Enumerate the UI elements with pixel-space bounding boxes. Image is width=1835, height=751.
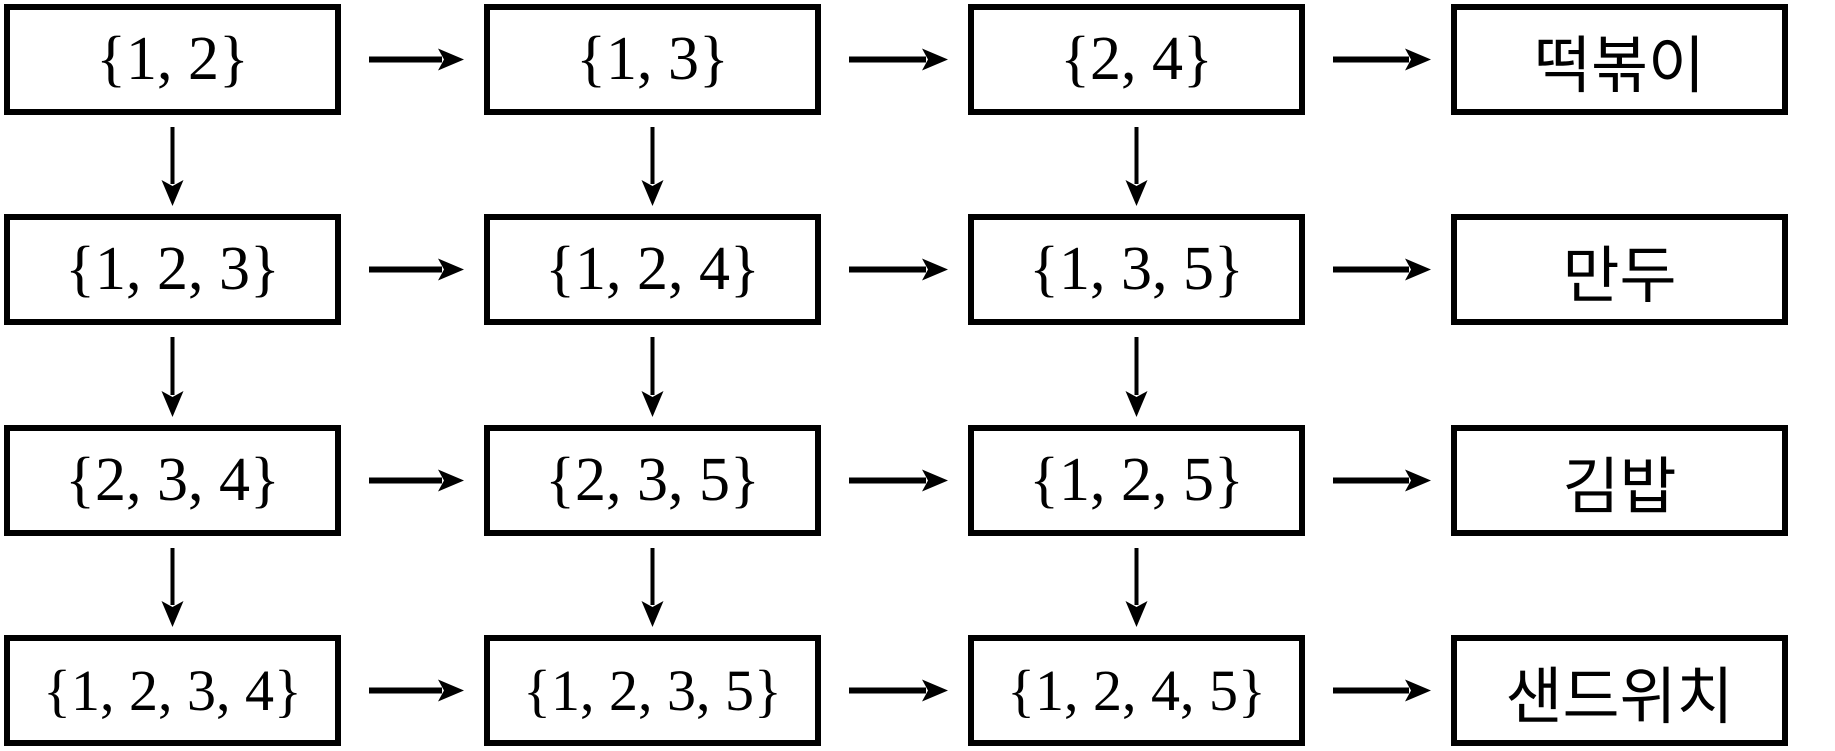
node-set-2-3-4: {2, 3, 4} [4,425,341,536]
node-set-1-3-5: {1, 3, 5} [968,214,1305,325]
arrow-right-r3-c2 [849,469,948,492]
node-result-mandu: 만두 [1451,214,1788,325]
arrow-right-r2-c2 [849,258,948,281]
node-set-1-2: {1, 2} [4,4,341,115]
node-set-2-4: {2, 4} [968,4,1305,115]
arrow-right-r3-c3 [1333,469,1431,492]
arrow-right-r4-c2 [849,679,948,702]
arrow-down-r2-c2 [641,337,664,417]
arrow-down-r3-c1 [161,548,184,627]
node-set-1-2-4-5: {1, 2, 4, 5} [968,635,1305,746]
arrow-right-r2-c1 [369,258,464,281]
node-set-2-3-5: {2, 3, 5} [484,425,821,536]
node-set-1-2-5: {1, 2, 5} [968,425,1305,536]
arrow-down-r3-c3 [1125,548,1148,627]
arrow-down-r2-c1 [161,337,184,417]
arrow-right-r4-c3 [1333,679,1431,702]
node-result-tteokbokki: 떡볶이 [1451,4,1788,115]
node-set-1-2-3: {1, 2, 3} [4,214,341,325]
arrow-right-r1-c1 [369,48,464,71]
arrow-right-r3-c1 [369,469,464,492]
arrow-down-r1-c3 [1125,127,1148,206]
arrow-right-r4-c1 [369,679,464,702]
node-result-gimbap: 김밥 [1451,425,1788,536]
arrow-right-r1-c2 [849,48,948,71]
arrow-down-r1-c1 [161,127,184,206]
arrow-down-r2-c3 [1125,337,1148,417]
node-result-sandwich: 샌드위치 [1451,635,1788,746]
node-set-1-2-3-4: {1, 2, 3, 4} [4,635,341,746]
arrow-right-r1-c3 [1333,48,1431,71]
arrow-down-r1-c2 [641,127,664,206]
node-set-1-2-3-5: {1, 2, 3, 5} [484,635,821,746]
arrow-down-r3-c2 [641,548,664,627]
node-set-1-2-4: {1, 2, 4} [484,214,821,325]
arrow-right-r2-c3 [1333,258,1431,281]
node-set-1-3: {1, 3} [484,4,821,115]
